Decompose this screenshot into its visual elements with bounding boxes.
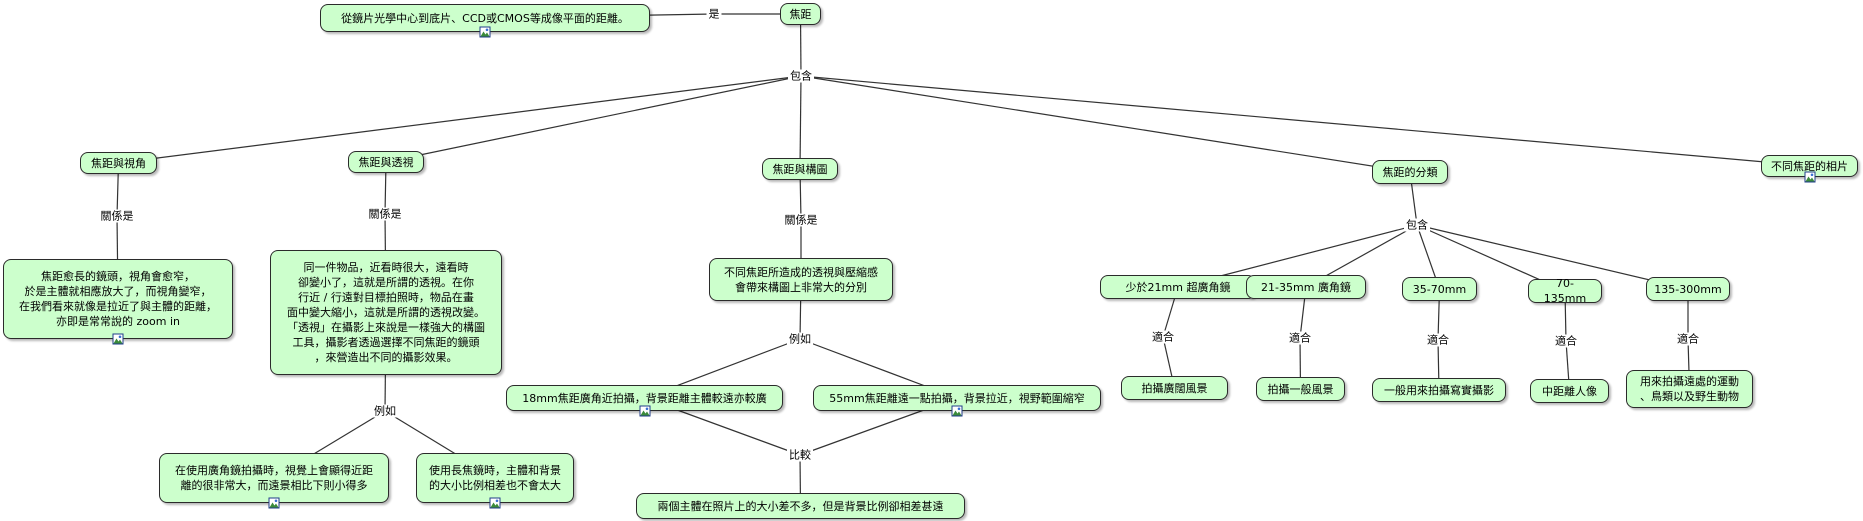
concept-node-cls[interactable]: 焦距的分類	[1372, 160, 1448, 184]
concept-node-comp-desc[interactable]: 不同焦距所造成的透視與壓縮感 會帶來構圖上非常大的分別	[709, 258, 893, 301]
image-attachment-icon[interactable]	[1804, 171, 1815, 183]
link-label: 包含	[788, 69, 814, 83]
link-label: 適合	[1425, 333, 1451, 347]
concept-node-c2[interactable]: 21-35mm 廣角鏡	[1246, 275, 1366, 299]
concept-node-text: 用來拍攝遠處的運動 、鳥類以及野生動物	[1640, 375, 1739, 403]
concept-node-text: 焦距	[789, 7, 812, 21]
concept-node-u3[interactable]: 一般用來拍攝寫實攝影	[1372, 378, 1506, 402]
concept-node-text: 70-135mm	[1543, 277, 1587, 305]
link-label: 比較	[787, 448, 813, 462]
link-label: 例如	[787, 332, 813, 346]
concept-node-c3[interactable]: 35-70mm	[1402, 277, 1477, 301]
link-label: 關係是	[366, 207, 404, 221]
connection-line	[118, 75, 802, 164]
connection-line	[799, 75, 802, 170]
concept-node-text: 焦距與構圖	[772, 162, 828, 176]
concept-node-angle-desc[interactable]: 焦距愈長的鏡頭，視角會愈窄， 於是主體就相應放大了，而視角變窄， 在我們看來就像…	[3, 259, 233, 339]
link-label: 適合	[1675, 332, 1701, 346]
link-label: 是	[706, 7, 722, 21]
concept-node-text: 18mm焦距廣角近拍攝，背景距離主體較遠亦較廣	[522, 391, 767, 405]
concept-node-u1[interactable]: 拍攝廣闊風景	[1121, 376, 1228, 400]
concept-node-text: 不同焦距所造成的透視與壓縮感 會帶來構圖上非常大的分別	[724, 265, 878, 294]
concept-node-text: 135-300mm	[1654, 282, 1722, 296]
concept-node-text: 使用長焦鏡時，主體和背景 的大小比例相差也不會太大	[429, 464, 561, 492]
concept-node-comp-cmp[interactable]: 兩個主體在照片上的大小差不多，但是背景比例卻相差甚遠	[636, 493, 965, 519]
link-label: 包含	[1404, 218, 1430, 232]
concept-node-text: 從鏡片光學中心到底片、CCD或CMOS等成像平面的距離。	[341, 11, 629, 25]
concept-node-text: 21-35mm 廣角鏡	[1261, 280, 1351, 294]
concept-node-text: 一般用來拍攝寫實攝影	[1384, 383, 1494, 397]
concept-node-u2[interactable]: 拍攝一般風景	[1256, 377, 1345, 401]
concept-node-text: 中距離人像	[1542, 384, 1597, 398]
concept-node-text: 焦距與視角	[91, 156, 146, 170]
concept-node-persp-ex1[interactable]: 在使用廣角鏡拍攝時，視覺上會顯得近距 離的很非常大，而遠景相比下則小得多	[159, 453, 389, 503]
concept-node-comp[interactable]: 焦距與構圖	[762, 158, 838, 180]
link-label: 適合	[1287, 331, 1313, 345]
concept-node-text: 在使用廣角鏡拍攝時，視覺上會顯得近距 離的很非常大，而遠景相比下則小得多	[175, 464, 373, 492]
image-attachment-icon[interactable]	[489, 497, 501, 509]
concept-node-u4[interactable]: 中距離人像	[1530, 379, 1609, 403]
concept-node-persp-desc[interactable]: 同一件物品，近看時很大，遠看時 卻變小了，這就是所謂的透視。在你 行近 / 行遠…	[270, 250, 502, 375]
image-attachment-icon[interactable]	[479, 26, 491, 38]
concept-node-c4[interactable]: 70-135mm	[1528, 277, 1602, 305]
concept-node-c5[interactable]: 135-300mm	[1646, 277, 1730, 301]
concept-node-text: 拍攝一般風景	[1267, 382, 1334, 396]
concept-node-text: 焦距與透視	[358, 155, 414, 169]
link-label: 適合	[1150, 330, 1176, 344]
image-attachment-icon[interactable]	[268, 497, 280, 509]
link-label: 關係是	[98, 209, 136, 223]
concept-node-text: 少於21mm 超廣角鏡	[1125, 280, 1231, 294]
concept-node-text: 拍攝廣闊風景	[1141, 381, 1208, 395]
connection-line	[385, 75, 802, 163]
link-label: 關係是	[782, 213, 820, 227]
concept-node-text: 焦距愈長的鏡頭，視角會愈窄， 於是主體就相應放大了，而視角變窄， 在我們看來就像…	[19, 270, 217, 328]
concept-node-persp-ex2[interactable]: 使用長焦鏡時，主體和背景 的大小比例相差也不會太大	[416, 453, 574, 503]
concept-node-text: 兩個主體在照片上的大小差不多，但是背景比例卻相差甚遠	[657, 499, 944, 513]
concept-node-text: 同一件物品，近看時很大，遠看時 卻變小了，這就是所謂的透視。在你 行近 / 行遠…	[287, 261, 485, 364]
link-label: 適合	[1553, 334, 1579, 348]
concept-node-persp[interactable]: 焦距與透視	[348, 151, 424, 173]
link-label: 例如	[372, 404, 398, 418]
connection-line	[800, 75, 1810, 167]
concept-node-u5[interactable]: 用來拍攝遠處的運動 、鳥類以及野生動物	[1626, 370, 1753, 408]
image-attachment-icon[interactable]	[639, 405, 650, 417]
concept-node-text: 焦距的分類	[1382, 165, 1438, 179]
concept-node-angle[interactable]: 焦距與視角	[80, 152, 157, 174]
concept-node-text: 55mm焦距離遠一點拍攝，背景拉近，視野範圍縮窄	[829, 391, 1085, 405]
connection-line	[800, 75, 1411, 173]
concept-node-text: 35-70mm	[1412, 282, 1467, 296]
image-attachment-icon[interactable]	[951, 405, 963, 417]
connection-line	[1416, 224, 1689, 290]
image-attachment-icon[interactable]	[112, 333, 124, 345]
concept-node-c1[interactable]: 少於21mm 超廣角鏡	[1100, 275, 1256, 299]
concept-node-root[interactable]: 焦距	[780, 3, 821, 25]
concept-node-text: 不同焦距的相片	[1771, 159, 1848, 173]
